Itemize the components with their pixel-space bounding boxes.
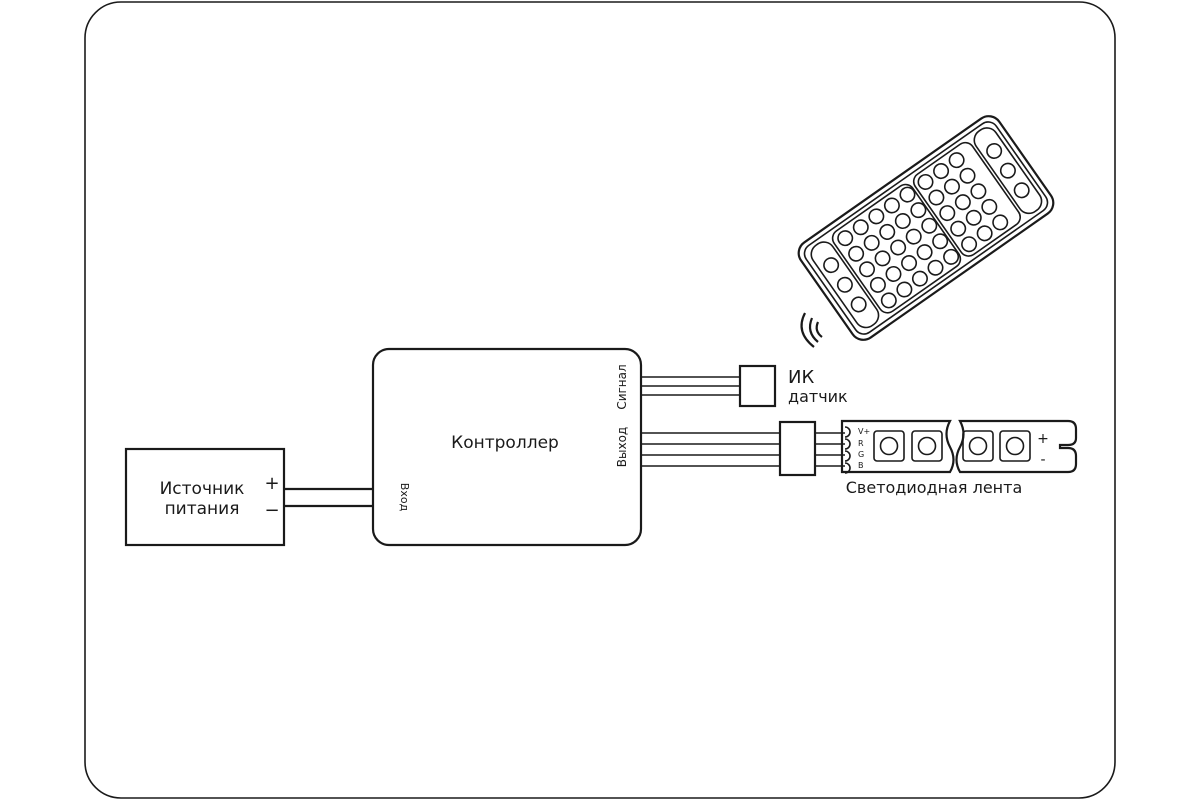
pin-label-b: B — [858, 461, 864, 470]
controller-output-label: Выход — [615, 427, 629, 467]
power-supply-label-1: Источник — [160, 479, 245, 499]
led-strip-minus: - — [1040, 452, 1045, 468]
power-supply-box — [124, 447, 286, 547]
remote-button — [927, 259, 944, 276]
remote-button — [992, 214, 1009, 231]
remote-button — [943, 178, 960, 195]
remote-button — [894, 213, 911, 230]
remote-buttons — [823, 142, 1030, 313]
led-chip-icon — [873, 430, 905, 462]
remote-button — [932, 233, 949, 250]
power-supply-plus: + — [264, 473, 279, 494]
remote-button — [911, 270, 928, 287]
remote-button — [823, 257, 840, 274]
power-supply: Источник питания + − — [124, 447, 286, 547]
remote-button — [859, 261, 876, 278]
remote-button — [850, 296, 867, 313]
remote-button — [910, 202, 927, 219]
remote-button — [939, 205, 956, 222]
remote-button — [879, 223, 896, 240]
led-strip-segment-right — [955, 419, 1078, 474]
remote-button — [874, 250, 891, 267]
controller: Контроллер Вход Сигнал Выход — [371, 347, 643, 547]
remote-button — [954, 194, 971, 211]
ir-sensor-label-2: датчик — [788, 387, 848, 406]
ir-sensor: ИК датчик — [738, 364, 848, 408]
remote-button — [880, 292, 897, 309]
remote-button — [981, 198, 998, 215]
remote-button — [896, 281, 913, 298]
remote-button — [890, 239, 907, 256]
controller-label: Контроллер — [451, 433, 559, 453]
led-strip: V+ R G B + - Светодиодная лента — [840, 419, 1078, 497]
remote-button — [1013, 182, 1030, 199]
remote-button — [868, 208, 885, 225]
led-chip-icon — [999, 430, 1031, 462]
remote-button — [965, 209, 982, 226]
remote-button — [848, 245, 865, 262]
controller-box — [371, 347, 643, 547]
power-supply-label-2: питания — [165, 499, 240, 519]
remote-button — [948, 152, 965, 169]
remote-button — [905, 228, 922, 245]
remote-button — [901, 255, 918, 272]
remote-button — [917, 173, 934, 190]
led-strip-segment-left — [840, 419, 955, 474]
remote-control-icon — [797, 115, 1055, 341]
remote-button — [885, 265, 902, 282]
remote-button — [933, 163, 950, 180]
led-chip-icon — [911, 430, 943, 462]
pin-label-v: V+ — [858, 427, 870, 436]
remote-button — [869, 276, 886, 293]
remote-button — [921, 217, 938, 234]
led-strip-label: Светодиодная лента — [846, 478, 1023, 497]
outer-frame — [84, 1, 1116, 799]
remote-button — [999, 162, 1016, 179]
ir-sensor-label-1: ИК — [788, 367, 814, 388]
remote-button — [950, 220, 967, 237]
signal-waves-icon — [800, 312, 823, 348]
ir-sensor-box — [738, 364, 777, 408]
remote-button — [959, 167, 976, 184]
remote-button — [976, 225, 993, 242]
remote-button — [943, 248, 960, 265]
remote-button — [883, 197, 900, 214]
remote-button — [961, 236, 978, 253]
pin-label-r: R — [858, 439, 864, 448]
rgb-connector — [778, 420, 817, 477]
controller-input-label: Вход — [398, 483, 411, 512]
remote-button — [863, 234, 880, 251]
remote-button — [916, 244, 933, 261]
remote-button — [970, 183, 987, 200]
remote-button — [986, 142, 1003, 159]
led-chip-icon — [962, 430, 994, 462]
controller-signal-label: Сигнал — [615, 364, 629, 409]
remote-button — [836, 276, 853, 293]
led-strip-plus: + — [1037, 431, 1049, 447]
led-strip-pads — [844, 426, 851, 474]
remote-button — [899, 186, 916, 203]
pin-label-g: G — [858, 450, 864, 459]
remote-button — [852, 219, 869, 236]
led-strip-pin-labels: V+ R G B — [858, 427, 870, 470]
remote-button — [928, 189, 945, 206]
remote-button — [837, 230, 854, 247]
power-supply-minus: − — [264, 500, 279, 521]
